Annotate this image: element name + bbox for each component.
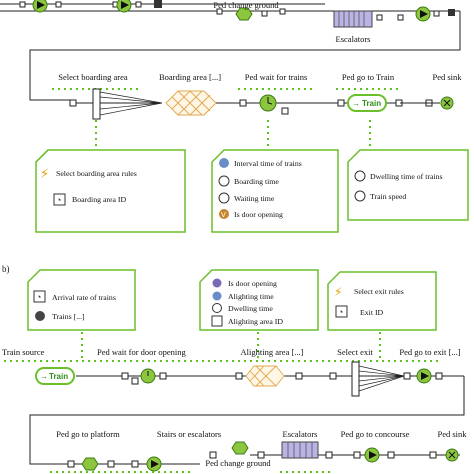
panel-exit-item-0: Select exit rules: [354, 287, 404, 296]
param-icon: [354, 170, 366, 182]
train-node-a-label: Train: [362, 99, 381, 108]
part-a-top-row: Ped change ground Escalators: [0, 0, 461, 101]
panel-trains-item-3: Is door opening: [234, 210, 283, 219]
panel-dwelling: Dwelling time of trains Train speed: [347, 149, 469, 221]
select-exit-label: Select exit: [337, 347, 373, 357]
escalators-label-b: Escalators: [283, 429, 318, 439]
panel-exit-item-1: Exit ID: [360, 308, 384, 317]
part-a-flow-row: Select boarding area Boarding area [...]…: [52, 72, 462, 150]
alighting-area-lattice: [245, 365, 285, 387]
param-icon: ◔: [36, 292, 41, 302]
escalators-icon: [333, 10, 373, 28]
ped-wait-door-label: Ped wait for door opening: [97, 347, 187, 357]
ped-sink-label: Ped sink: [432, 72, 462, 82]
svg-text:V: V: [221, 211, 226, 219]
part-b-bottom-row: Ped go to platform Stairs or escalators …: [50, 429, 467, 473]
boarding-area-lattice: [165, 90, 217, 116]
param-icon: [212, 303, 222, 313]
panel-door-item-3: Alighting area ID: [228, 317, 283, 326]
panel-boarding-item-1: Boarding area ID: [72, 195, 126, 204]
agent-icon: [35, 311, 45, 321]
train-node-b: [35, 367, 75, 385]
panel-source-item-1: Trains [...]: [52, 312, 85, 321]
lightning-icon: ⚡: [40, 167, 49, 182]
alighting-area-label: Alighting area [...]: [240, 347, 303, 357]
ped-go-to-train-label: Ped go to Train: [342, 72, 395, 82]
panel-boarding-item-0: Select boarding area rules: [56, 169, 137, 178]
panel-door-item-0: Is door opening: [228, 279, 277, 288]
select-node-icon: [92, 88, 101, 120]
panel-boarding: ⚡ Select boarding area rules ◔ Boarding …: [35, 149, 186, 233]
svg-text:→: →: [352, 99, 360, 108]
function-icon: [212, 291, 222, 301]
ped-go-to-concourse-label: Ped go to concourse: [341, 429, 410, 439]
train-node-b-label: Train: [49, 372, 68, 381]
panel-trains: Interval time of trains Boarding time Wa…: [211, 149, 339, 233]
ped-change-ground-label-b: Ped change ground: [205, 458, 271, 468]
section-b-label: b): [2, 264, 10, 274]
stairs-or-escalators-label: Stairs or escalators: [157, 429, 221, 439]
panel-door: Is door opening Alighting time Dwelling …: [199, 269, 319, 331]
escalators-label: Escalators: [336, 34, 371, 44]
ped-wait-for-trains-label: Ped wait for trains: [245, 72, 308, 82]
panel-exit: ⚡ Select exit rules ◔ Exit ID: [327, 271, 437, 331]
part-b-flow-row: Train source Ped wait for door opening A…: [2, 347, 465, 465]
boarding-area-label: Boarding area [...]: [159, 72, 221, 82]
panel-source: ◔ Arrival rate of trains Trains [...]: [27, 269, 136, 331]
panel-trains-item-2: Waiting time: [234, 194, 275, 203]
ped-change-ground-label: Ped change ground: [213, 0, 279, 10]
panel-door-item-2: Dwelling time: [228, 304, 273, 313]
ped-sink-label-b: Ped sink: [437, 429, 467, 439]
param-icon: [354, 190, 366, 202]
ped-go-to-platform-label: Ped go to platform: [56, 429, 120, 439]
ped-go-to-exit-label: Ped go to exit [...]: [399, 347, 460, 357]
train-node-a: [347, 94, 387, 112]
param-icon: [218, 192, 230, 204]
select-node-icon: [351, 361, 360, 397]
panel-source-item-0: Arrival rate of trains: [52, 293, 116, 302]
variable-v-icon: [219, 209, 229, 219]
select-boarding-area-label: Select boarding area: [58, 72, 128, 82]
panel-trains-item-1: Boarding time: [234, 177, 279, 186]
panel-dwelling-item-0: Dwelling time of trains: [370, 172, 443, 181]
lightning-icon: ⚡: [334, 285, 342, 299]
svg-text:→: →: [40, 372, 48, 381]
change-ground-icon: [81, 457, 99, 471]
param-icon: ◔: [338, 307, 343, 317]
panel-trains-item-0: Interval time of trains: [234, 159, 302, 168]
variable-v-icon: [212, 278, 222, 288]
param-icon: [218, 175, 230, 187]
param-icon: ◔: [56, 195, 61, 205]
train-source-label: Train source: [2, 347, 45, 357]
interval-icon: [219, 158, 229, 168]
panel-dwelling-item-1: Train speed: [370, 192, 406, 201]
change-ground-icon: [235, 7, 253, 21]
panel-door-item-1: Alighting time: [228, 292, 274, 301]
